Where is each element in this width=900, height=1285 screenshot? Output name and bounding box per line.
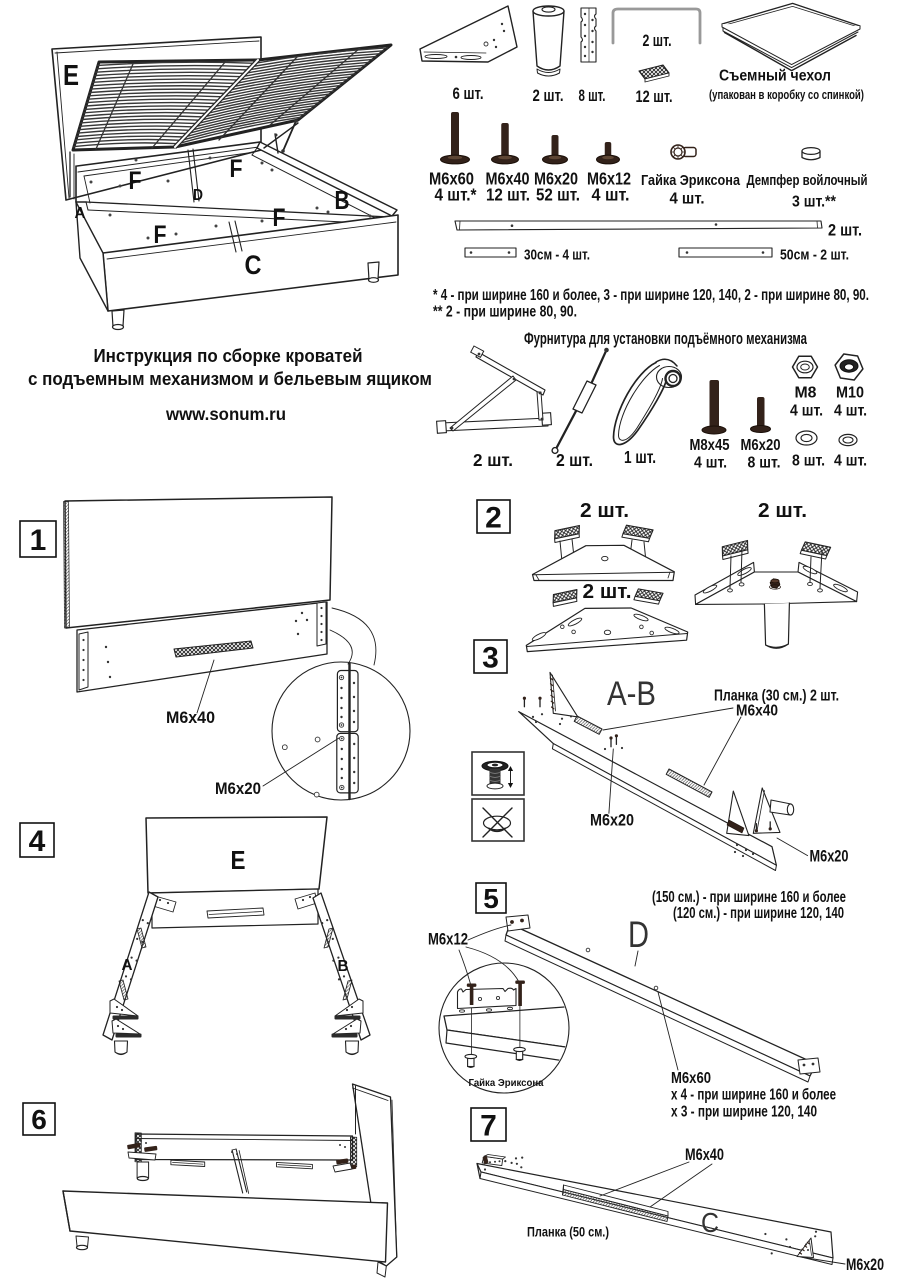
- svg-text:2 шт.: 2 шт.: [580, 500, 629, 522]
- svg-text:8 шт.: 8 шт.: [792, 453, 825, 470]
- svg-text:3 шт.**: 3 шт.**: [792, 194, 837, 211]
- svg-text:1: 1: [30, 524, 47, 557]
- svg-text:B: B: [338, 958, 349, 975]
- svg-text:М6х20: М6х20: [590, 810, 634, 829]
- svg-text:М6х20: М6х20: [534, 168, 578, 188]
- svg-text:2 шт.: 2 шт.: [583, 581, 632, 603]
- svg-text:(150 см.) - при ширине 160 и б: (150 см.) - при ширине 160 и более: [652, 889, 846, 906]
- svg-text:М6х20: М6х20: [741, 437, 781, 454]
- svg-text:4 шт.: 4 шт.: [834, 453, 867, 470]
- svg-text:М6х12: М6х12: [587, 168, 631, 188]
- svg-text:52 шт.: 52 шт.: [536, 184, 580, 204]
- svg-text:М6х40: М6х40: [166, 708, 215, 727]
- svg-text:2 шт.: 2 шт.: [828, 221, 862, 240]
- svg-text:A-B: A-B: [607, 675, 656, 713]
- svg-text:D: D: [193, 187, 203, 204]
- svg-text:(120 см.) - при ширине 120, 14: (120 см.) - при ширине 120, 140: [673, 905, 844, 922]
- svg-text:A: A: [75, 205, 86, 222]
- svg-text:M8: M8: [795, 385, 817, 402]
- svg-text:4 шт.: 4 шт.: [694, 455, 727, 472]
- svg-text:с подъемным механизмом и белье: с подъемным механизмом и бельевым ящиком: [28, 369, 432, 389]
- svg-text:М6х20: М6х20: [846, 1255, 884, 1274]
- svg-text:М6х12: М6х12: [428, 931, 468, 949]
- svg-text:4: 4: [29, 825, 46, 858]
- svg-text:М6х20: М6х20: [215, 779, 261, 798]
- svg-text:12 шт.: 12 шт.: [636, 88, 673, 106]
- svg-text:6: 6: [31, 1104, 47, 1135]
- svg-text:8 шт.: 8 шт.: [579, 87, 606, 105]
- svg-text:М6х20: М6х20: [810, 847, 849, 866]
- svg-text:4 шт.: 4 шт.: [790, 403, 823, 420]
- svg-text:2 шт.: 2 шт.: [556, 450, 593, 470]
- svg-text:5: 5: [483, 883, 499, 914]
- svg-text:C: C: [245, 250, 262, 280]
- svg-text:2: 2: [485, 501, 502, 534]
- svg-text:F: F: [154, 221, 167, 249]
- svg-text:6 шт.: 6 шт.: [453, 85, 484, 103]
- svg-text:D: D: [628, 914, 649, 955]
- svg-text:** 2 - при ширине 80, 90.: ** 2 - при ширине 80, 90.: [433, 304, 577, 321]
- svg-text:2 шт.: 2 шт.: [473, 450, 513, 470]
- svg-text:Фурнитура для установки подъём: Фурнитура для установки подъёмного механ…: [524, 330, 808, 348]
- svg-text:(упакован в коробку со спинкой: (упакован в коробку со спинкой): [709, 87, 864, 102]
- svg-text:50см - 2 шт.: 50см - 2 шт.: [780, 247, 849, 264]
- svg-text:М6х40: М6х40: [685, 1145, 724, 1164]
- svg-text:Инструкция по сборке кроватей: Инструкция по сборке кроватей: [94, 346, 363, 366]
- svg-text:М6х40: М6х40: [486, 168, 530, 188]
- svg-text:Гайка Эриксона: Гайка Эриксона: [641, 172, 741, 189]
- svg-text:A: A: [122, 957, 133, 974]
- svg-text:www.sonum.ru: www.sonum.ru: [165, 404, 286, 424]
- svg-text:F: F: [129, 167, 142, 195]
- svg-text:х 3 - при ширине 120, 140: х 3 - при ширине 120, 140: [671, 1103, 817, 1120]
- svg-text:х 4 - при ширине 160 и более: х 4 - при ширине 160 и более: [671, 1087, 836, 1104]
- svg-text:2 шт.: 2 шт.: [758, 500, 807, 522]
- svg-text:Гайка Эриксона: Гайка Эриксона: [469, 1077, 544, 1089]
- svg-text:* 4 - при ширине 160 и более,: * 4 - при ширине 160 и более, 3 - при ши…: [433, 287, 869, 304]
- svg-text:E: E: [63, 60, 79, 92]
- svg-text:4 шт.: 4 шт.: [670, 191, 705, 208]
- svg-text:B: B: [335, 185, 350, 215]
- svg-text:M8x45: M8x45: [690, 437, 730, 454]
- svg-text:2 шт.: 2 шт.: [533, 87, 564, 105]
- svg-text:Демпфер войлочный: Демпфер войлочный: [747, 172, 868, 189]
- svg-text:2 шт.: 2 шт.: [643, 32, 672, 50]
- svg-text:1 шт.: 1 шт.: [624, 447, 656, 467]
- svg-text:4 шт.: 4 шт.: [834, 403, 867, 420]
- svg-text:М6х60: М6х60: [429, 168, 474, 188]
- svg-text:8 шт.: 8 шт.: [748, 455, 781, 472]
- svg-text:F: F: [273, 204, 286, 232]
- svg-text:3: 3: [482, 641, 499, 674]
- svg-text:Планка (50 см.): Планка (50 см.): [527, 1224, 609, 1240]
- svg-text:F: F: [230, 155, 243, 183]
- svg-text:12 шт.: 12 шт.: [486, 184, 530, 204]
- svg-text:Планка (30 см.) 2 шт.: Планка (30 см.) 2 шт.: [714, 688, 839, 705]
- svg-text:30см - 4 шт.: 30см - 4 шт.: [524, 247, 590, 264]
- svg-text:E: E: [231, 845, 246, 875]
- svg-text:M10: M10: [836, 385, 864, 402]
- svg-text:М6х60: М6х60: [671, 1070, 711, 1087]
- svg-text:М6х40: М6х40: [736, 703, 778, 720]
- svg-text:Съемный чехол: Съемный чехол: [719, 68, 831, 85]
- svg-text:C: C: [701, 1207, 719, 1238]
- svg-text:4 шт.: 4 шт.: [592, 184, 630, 204]
- svg-text:7: 7: [480, 1109, 497, 1142]
- svg-text:4 шт.*: 4 шт.*: [435, 184, 477, 204]
